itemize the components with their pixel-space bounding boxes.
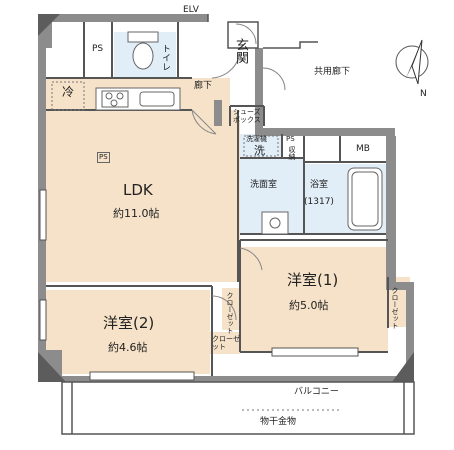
floor-ldk xyxy=(46,110,238,282)
windows xyxy=(39,189,359,381)
kitchen-counter xyxy=(95,87,181,111)
ldk-area-label: 約11.0帖 xyxy=(113,207,160,220)
bathroom-label: 浴室 xyxy=(310,180,329,190)
washer-label: 洗 xyxy=(254,144,265,157)
washer-machine-label: 洗濯機 xyxy=(246,135,267,143)
corner-hatch-br xyxy=(392,352,414,382)
clothesline-label: 物干金物 xyxy=(260,417,297,427)
balcony-label: バルコニー xyxy=(294,387,339,397)
bathtub xyxy=(347,167,383,231)
fridge-label: 冷 xyxy=(62,85,75,99)
washroom-label: 洗面室 xyxy=(250,180,278,190)
compass xyxy=(395,39,429,85)
roka-label: 廊下 xyxy=(194,81,213,91)
kyoyo-roka-label: 共用廊下 xyxy=(314,67,351,77)
ps-mid-label: PS xyxy=(286,135,295,143)
shoes-box-label: シューズボックス xyxy=(233,108,261,124)
yoshitsu2-area-label: 約4.6帖 xyxy=(108,341,148,354)
mb-label: MB xyxy=(356,144,370,154)
toilet-fixture xyxy=(127,31,159,70)
floor-hall2 xyxy=(230,120,240,240)
corner-hatch-bl xyxy=(38,352,66,382)
closet-r2-label: クローゼット xyxy=(212,335,240,351)
storage-label: 収納 xyxy=(288,146,296,160)
compass-north-label: N xyxy=(420,89,427,99)
floor-hallway xyxy=(192,78,230,122)
ps-top-label: PS xyxy=(92,44,104,54)
door-swings xyxy=(191,23,286,321)
washer-space xyxy=(243,135,279,157)
yoshitsu1-label: 洋室(1) xyxy=(287,271,339,289)
closet-mid-label: クローゼット xyxy=(226,292,234,334)
toilet-label: トイレ xyxy=(160,44,170,71)
floor-closet-r2 xyxy=(210,332,240,354)
wash-basin xyxy=(261,211,289,235)
floor-washer xyxy=(240,134,282,158)
yoshitsu2-label: 洋室(2) xyxy=(103,314,155,332)
fridge-space xyxy=(51,81,85,111)
bathroom-size-label: (1317) xyxy=(304,197,334,207)
corridor-outline xyxy=(207,14,318,49)
ps-ldk-label: PS xyxy=(97,152,110,163)
floor-yoshitsu2 xyxy=(46,290,210,374)
genkan-label: 玄関 xyxy=(233,38,248,64)
elv-label: ELV xyxy=(183,5,199,15)
corner-hatch-tl xyxy=(38,14,60,36)
balcony-rail xyxy=(61,381,415,435)
yoshitsu1-area-label: 約5.0帖 xyxy=(289,299,329,312)
closet-r1-label: クローゼット xyxy=(391,287,399,329)
floor-yoshitsu1 xyxy=(240,247,388,352)
ldk-label: LDK xyxy=(123,181,153,199)
